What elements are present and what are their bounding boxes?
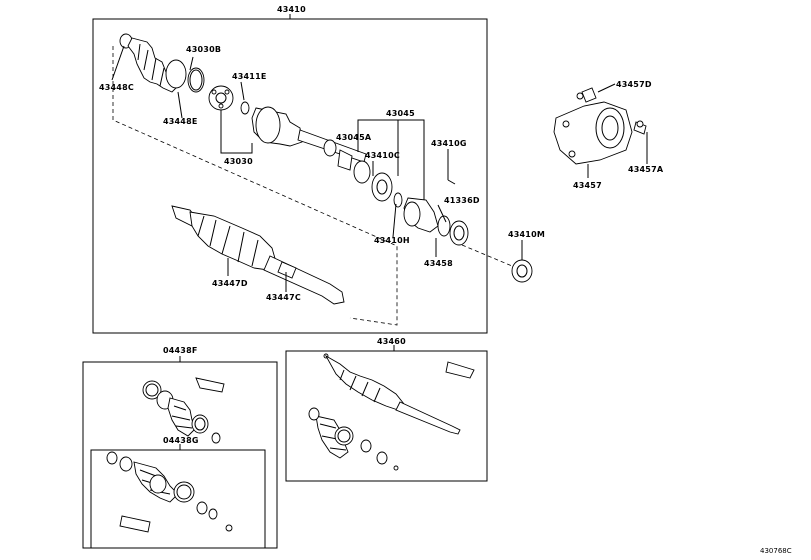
kit-04438G-parts	[106, 451, 233, 533]
label-43458: 43458	[424, 259, 453, 268]
label-43045: 43045	[386, 109, 415, 118]
label-43410H: 43410H	[374, 236, 410, 245]
label-43457D: 43457D	[616, 80, 652, 89]
outer-joint-shaft	[251, 106, 393, 202]
label-43447D: 43447D	[212, 279, 248, 288]
label-04438G: 04438G	[163, 436, 199, 445]
label-43410C: 43410C	[365, 151, 400, 160]
kit-04438F-parts	[142, 377, 225, 444]
kit-04438G-frame	[90, 449, 266, 549]
figure-code: 430768C	[760, 547, 792, 555]
label-43448C: 43448C	[99, 83, 134, 92]
outer-boot-assembly	[119, 33, 250, 115]
inner-joint-parts	[393, 179, 469, 246]
label-43030B: 43030B	[186, 45, 221, 54]
label-43411E: 43411E	[232, 72, 267, 81]
label-43045A: 43045A	[336, 133, 372, 142]
oil-seal-43410M	[511, 240, 533, 283]
label-43448E: 43448E	[163, 117, 198, 126]
label-43410M: 43410M	[508, 230, 545, 239]
label-43410: 43410	[277, 5, 306, 14]
assembly-43460-parts	[308, 353, 475, 471]
label-04438F: 04438F	[163, 346, 198, 355]
label-43457: 43457	[573, 181, 602, 190]
label-43410G: 43410G	[431, 139, 467, 148]
label-43457A: 43457A	[628, 165, 664, 174]
label-43030: 43030	[224, 157, 253, 166]
label-43460: 43460	[377, 337, 406, 346]
label-43447C: 43447C	[266, 293, 301, 302]
drive-shaft-assembly	[171, 205, 345, 305]
label-41336D: 41336D	[444, 196, 480, 205]
assembly-43460-frame	[285, 350, 488, 482]
bearing-bracket-43457	[553, 87, 647, 165]
